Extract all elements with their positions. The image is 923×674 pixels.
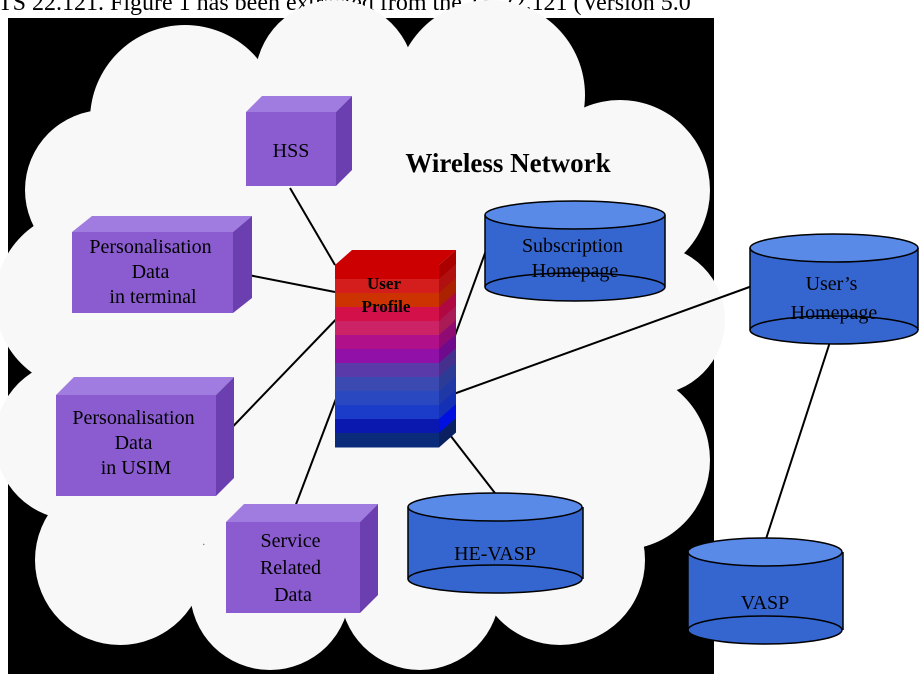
users-homepage-label-line2: Homepage bbox=[791, 302, 878, 324]
line-profile-he-vasp bbox=[449, 434, 499, 498]
line-profile-users-homepage bbox=[436, 284, 756, 401]
svg-text:Service Related Da: Service Related Data bbox=[260, 530, 326, 606]
users-homepage-cylinder: User’s Homepage bbox=[749, 233, 919, 345]
profile-layer-side bbox=[439, 264, 456, 294]
profile-layer-front bbox=[335, 335, 439, 350]
user-profile-label-line1: User bbox=[367, 274, 401, 293]
profile-layer-front bbox=[335, 419, 439, 434]
user-profile-stack: User Profile bbox=[335, 250, 456, 448]
user-profile-label-line2: Profile bbox=[362, 297, 411, 316]
profile-layer-side bbox=[439, 404, 456, 434]
he-vasp-label: HE-VASP bbox=[454, 543, 536, 565]
terminal-label-line2: Data bbox=[132, 261, 170, 283]
vasp-cylinder: VASP bbox=[687, 537, 844, 645]
profile-layer-side bbox=[439, 306, 456, 336]
usim-label-line1: Personalisation bbox=[72, 407, 194, 429]
terminal-label-line1: Personalisation bbox=[89, 236, 211, 258]
usim-label-line2: Data bbox=[115, 432, 153, 454]
profile-layer-front bbox=[335, 293, 439, 308]
profile-layer-side bbox=[439, 418, 456, 448]
profile-layer-front bbox=[335, 433, 439, 448]
profile-layer-front bbox=[335, 349, 439, 364]
profile-layer-front bbox=[335, 307, 439, 322]
service-label-line1: Service bbox=[261, 530, 321, 552]
svg-text:User Profile: User Profile bbox=[362, 274, 411, 316]
profile-layer-front bbox=[335, 321, 439, 336]
service-related-data-box: Service Related Data bbox=[226, 504, 378, 613]
profile-layer-side bbox=[439, 320, 456, 350]
profile-layer-front bbox=[335, 405, 439, 420]
subscription-label-line2: Homepage bbox=[532, 260, 619, 282]
subscription-homepage-cylinder: Subscription Homepage bbox=[484, 200, 666, 302]
he-vasp-cylinder: HE-VASP bbox=[407, 492, 584, 594]
hss-label: HSS bbox=[273, 140, 310, 162]
profile-layer-side bbox=[439, 376, 456, 406]
line-users-homepage-vasp bbox=[764, 341, 831, 543]
profile-layer-side bbox=[439, 292, 456, 322]
service-label-line3: Data bbox=[274, 584, 312, 606]
profile-layer-front bbox=[335, 265, 439, 280]
profile-layer-side bbox=[439, 278, 456, 308]
users-homepage-label-line1: User’s bbox=[806, 273, 858, 295]
profile-layer-front bbox=[335, 279, 439, 294]
profile-layer-side bbox=[439, 348, 456, 378]
line-usim-profile bbox=[217, 309, 346, 443]
svg-text:Subscription Homepage: Subscription Homepage bbox=[522, 235, 628, 282]
personalisation-terminal-box: Personalisation Data in terminal bbox=[72, 216, 252, 313]
profile-layer-side bbox=[439, 334, 456, 364]
svg-text:Personalisation Data: Personalisation Data in terminal bbox=[89, 236, 216, 308]
service-label-line2: Related bbox=[260, 557, 321, 579]
profile-layer-side bbox=[439, 390, 456, 420]
profile-layer-front bbox=[335, 363, 439, 378]
usim-label-line3: in USIM bbox=[101, 457, 172, 479]
profile-layer-side bbox=[439, 250, 456, 280]
subscription-label-line1: Subscription bbox=[522, 235, 623, 257]
personalisation-usim-box: Personalisation Data in USIM bbox=[56, 377, 234, 496]
svg-text:User’s Homepage: User’s Homepage bbox=[791, 273, 878, 324]
profile-layer-front bbox=[335, 377, 439, 392]
vasp-label: VASP bbox=[741, 592, 790, 614]
hss-box: HSS bbox=[246, 96, 352, 186]
line-hss-profile bbox=[289, 187, 336, 266]
profile-layer-side bbox=[439, 362, 456, 392]
terminal-label-line3: in terminal bbox=[109, 286, 197, 308]
wireless-network-label: Wireless Network bbox=[405, 148, 610, 178]
svg-text:Personalisation Data: Personalisation Data in USIM bbox=[72, 407, 199, 479]
profile-layer-front bbox=[335, 391, 439, 406]
